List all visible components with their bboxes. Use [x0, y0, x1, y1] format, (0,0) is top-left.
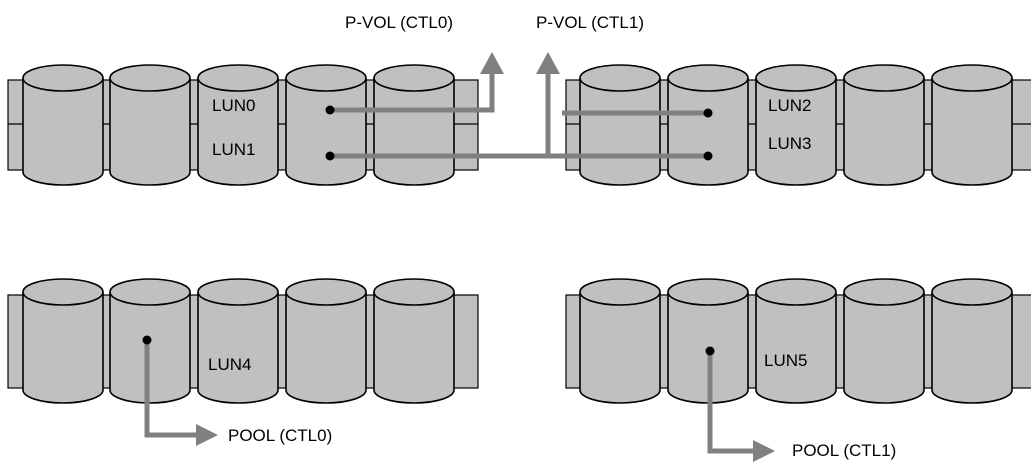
disk-group-top-left: LUN0 LUN1 [7, 64, 479, 186]
disk-group-bottom-left: LUN4 [7, 278, 479, 404]
disk-cylinder [197, 64, 279, 186]
pvol-ctl0-arrow [325, 52, 504, 115]
disk-cylinder [109, 278, 191, 404]
lun4-connector-dot [142, 335, 152, 345]
disk-cylinder [109, 64, 191, 186]
disk-cylinder [931, 278, 1013, 404]
lun4-label: LUN4 [208, 355, 251, 374]
pool-ctl0-label: POOL (CTL0) [228, 426, 332, 445]
disk-cylinder [755, 278, 837, 404]
pool-ctl0-arrow [142, 335, 218, 446]
lun1-label: LUN1 [212, 140, 255, 159]
lun1-connector-dot [325, 151, 335, 161]
disk-cylinder [22, 278, 104, 404]
lun0-connector-dot [325, 105, 335, 115]
pvol-ctl1-label: P-VOL (CTL1) [536, 13, 644, 32]
lun2-connector-dot [703, 108, 713, 118]
lun2-link [562, 108, 713, 118]
pvol-ctl1-arrow [325, 52, 713, 161]
pvol-ctl0-label: P-VOL (CTL0) [345, 13, 453, 32]
disk-group-bottom-right: LUN5 [565, 278, 1031, 404]
disk-cylinder [843, 278, 925, 404]
disk-cylinder [285, 64, 367, 186]
pool-ctl1-label: POOL (CTL1) [792, 441, 896, 460]
disk-group-top-right: LUN2 LUN3 [565, 64, 1031, 186]
disk-cylinder [579, 64, 661, 186]
disk-cylinder [285, 278, 367, 404]
disk-cylinder [22, 64, 104, 186]
lun5-connector-dot [705, 346, 715, 356]
lun2-label: LUN2 [768, 96, 811, 115]
disk-cylinder [197, 278, 279, 404]
lun3-connector-dot [703, 151, 713, 161]
pool-ctl1-arrow [705, 346, 775, 462]
disk-cylinder [755, 64, 837, 186]
lun5-label: LUN5 [764, 351, 807, 370]
lun3-label: LUN3 [768, 134, 811, 153]
disk-cylinder [373, 278, 455, 404]
lun0-label: LUN0 [212, 96, 255, 115]
disk-cylinder [373, 64, 455, 186]
disk-cylinder [667, 64, 749, 186]
disk-cylinder [931, 64, 1013, 186]
disk-cylinder [579, 278, 661, 404]
disk-cylinder [843, 64, 925, 186]
